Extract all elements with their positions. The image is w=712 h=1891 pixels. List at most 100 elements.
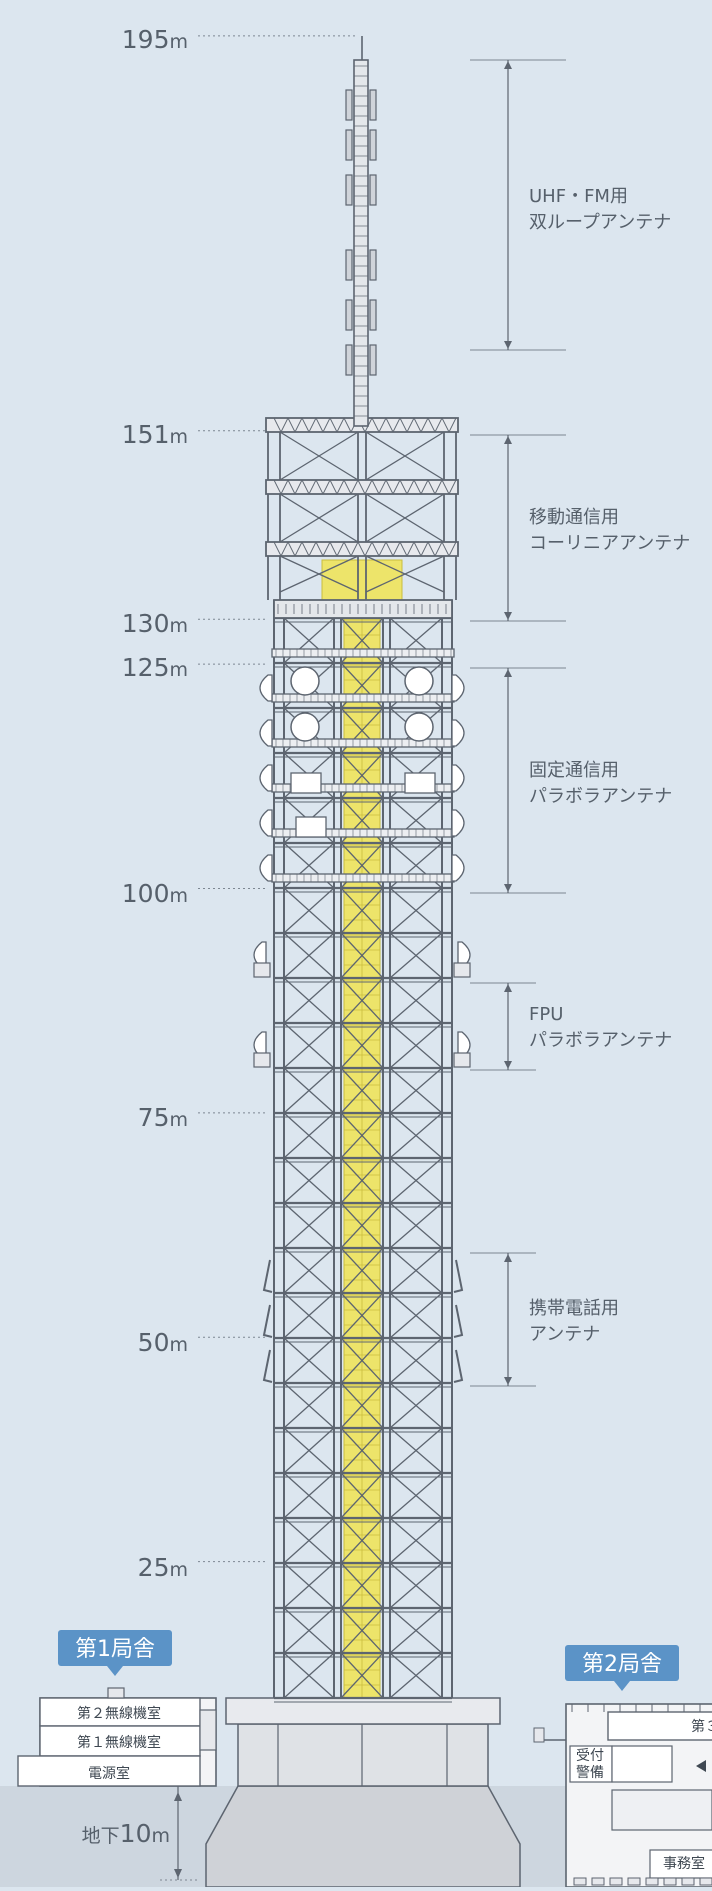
building2-hall [611, 1745, 673, 1783]
truss-zigzag [343, 417, 352, 433]
floor-label-radio1: 第１無線機室 [77, 1734, 161, 1751]
fpu-box-left [253, 962, 271, 978]
side-dish-left [259, 854, 273, 882]
parabola-antenna-zone [259, 648, 465, 883]
tower-brace [389, 1517, 443, 1564]
truss-zigzag [378, 479, 387, 495]
side-dish-right [451, 674, 465, 702]
truss-zigzag [448, 417, 457, 433]
truss-zigzag [427, 479, 436, 495]
tower-brace [283, 1382, 335, 1429]
truss-zigzag [378, 541, 387, 557]
truss-zigzag [448, 541, 457, 557]
tower-brace [283, 1472, 335, 1519]
uhf-loop-left [345, 249, 353, 281]
building1-badge: 第1局舎 [58, 1630, 172, 1676]
room-label-security: 警備 [576, 1765, 604, 1781]
truss-zigzag [280, 417, 289, 433]
building1-annex [199, 1709, 217, 1751]
parabola-dish-front [290, 666, 320, 696]
tower-brace [340, 1472, 384, 1519]
cell-antenna-right [453, 1304, 464, 1338]
antenna-label-cell-line2: アンテナ [529, 1324, 600, 1345]
tower-brace [389, 1472, 443, 1519]
tower-brace [389, 1067, 443, 1114]
truss-zigzag [399, 541, 408, 557]
parabola-dish-front [404, 666, 434, 696]
upper-truss [265, 417, 459, 600]
parabola-dish-front [290, 712, 320, 742]
building2-window [663, 1877, 677, 1886]
side-dish-right [451, 809, 465, 837]
building1-floors: 第２無線機室 第１無線機室 電源室 [77, 1705, 161, 1782]
truss-zigzag [385, 541, 394, 557]
tower-brace [283, 977, 335, 1024]
truss-zigzag [413, 541, 422, 557]
tower-brace [389, 1112, 443, 1159]
antenna-label-fpu-line2: パラボラアンテナ [529, 1030, 672, 1051]
tower-brace [389, 1292, 443, 1339]
truss-zigzag [378, 417, 387, 433]
tower-brace [340, 1607, 384, 1654]
tower-brace [283, 1562, 335, 1609]
tower-brace [389, 1607, 443, 1654]
side-dish-right [451, 764, 465, 792]
truss-zigzag [399, 479, 408, 495]
tower-brace [283, 1652, 335, 1699]
building2-window [591, 1877, 605, 1886]
tower-brace [340, 1337, 384, 1384]
truss-zigzag [287, 417, 296, 433]
truss-zigzag [371, 417, 380, 433]
antenna-labels: UHF・FM用 双ループアンテナ 移動通信用 コーリニアアンテナ 固定通信用 パ… [529, 186, 690, 1345]
dimension-arrow-up [504, 669, 512, 677]
truss-zigzag [420, 417, 429, 433]
uhf-loop-right [369, 89, 377, 121]
dimension-arrow-up [504, 1254, 512, 1262]
antenna-dimension-lines [470, 59, 566, 1387]
building2-room-third [607, 1711, 712, 1741]
truss-zigzag [301, 417, 310, 433]
building1-roof-unit [107, 1687, 125, 1699]
height-label-130: 130m [122, 609, 188, 638]
tower-brace [389, 1157, 443, 1204]
truss-zigzag [434, 417, 443, 433]
top-house-roof [273, 599, 453, 619]
service-deck [271, 693, 455, 703]
truss-zigzag [308, 417, 317, 433]
truss-zigzag [420, 541, 429, 557]
truss-diagonal [365, 555, 445, 593]
truss-zigzag [434, 479, 443, 495]
uhf-loop-right [369, 249, 377, 281]
dimension-arrow-up [504, 436, 512, 444]
side-dish-right [451, 719, 465, 747]
building2-badge: 第2局舎 [565, 1645, 679, 1691]
tower-brace [283, 932, 335, 979]
service-deck [271, 873, 455, 883]
building1-basement [17, 1755, 201, 1787]
building2-window [573, 1877, 587, 1886]
side-dish-left [259, 674, 273, 702]
truss-zigzag [385, 479, 394, 495]
truss-zigzag [406, 479, 415, 495]
tower-brace [340, 932, 384, 979]
tower-brace [389, 1382, 443, 1429]
dimension-arrow-down [504, 341, 512, 349]
tower-brace [283, 1112, 335, 1159]
cell-antenna-left [262, 1349, 273, 1383]
height-leader-lines [198, 35, 358, 1563]
truss-zigzag [413, 417, 422, 433]
depth-label: 地下10m [82, 1819, 170, 1848]
antenna-label-fixed-line2: パラボラアンテナ [529, 786, 672, 807]
floor-label-power: 電源室 [88, 1765, 130, 1782]
side-dish-left [259, 764, 273, 792]
tower-brace [389, 1652, 443, 1699]
height-scale: 195m 151m 130m 125m 100m 75m 50m 25m 地下1… [82, 25, 188, 1848]
truss-zigzag [329, 541, 338, 557]
height-label-195: 195m [122, 25, 188, 54]
depth-arrow-down [174, 1869, 182, 1878]
truss-zigzag [343, 479, 352, 495]
truss-zigzag [371, 541, 380, 557]
truss-zigzag [350, 541, 359, 557]
truss-zigzag [364, 479, 373, 495]
